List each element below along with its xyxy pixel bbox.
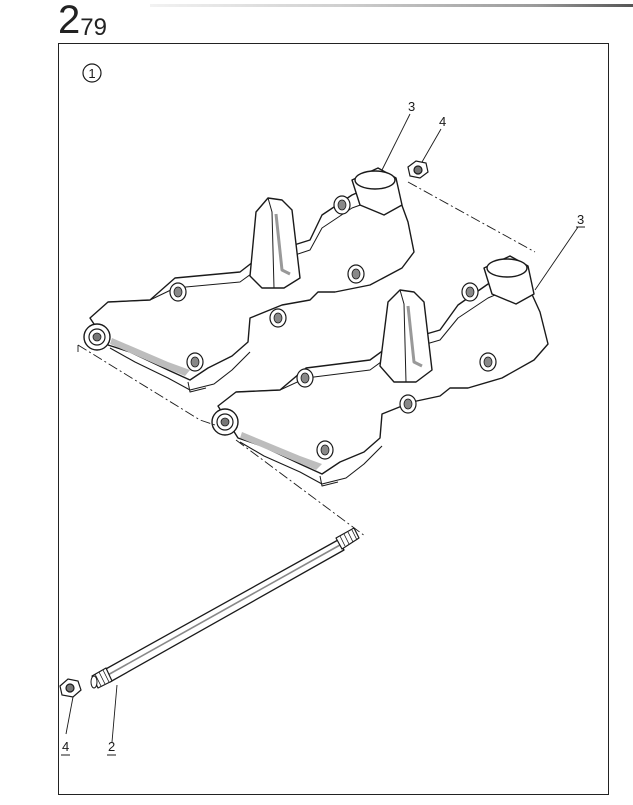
callout-underlines — [61, 226, 585, 756]
scan-top-edge — [150, 4, 633, 7]
page-number: 279 — [58, 0, 107, 40]
callout-3-top: 3 — [408, 99, 415, 114]
nut-bottom — [59, 678, 82, 698]
callout-4-top: 4 — [439, 114, 446, 129]
track-shoe-lower — [211, 255, 549, 487]
nut-top — [407, 160, 429, 179]
alignment-lines — [77, 181, 536, 537]
figure-number: 1 — [88, 66, 95, 81]
page-number-main: 2 — [58, 0, 81, 42]
track-shoe-upper — [83, 167, 415, 393]
leader-lines — [65, 113, 579, 743]
track-pin — [90, 527, 360, 689]
figure-frame — [58, 43, 609, 795]
callout-3-right: 3 — [577, 212, 584, 227]
callout-4-bottom: 4 — [62, 739, 69, 754]
figure-number-marker: 1 — [82, 63, 102, 83]
page-number-suffix: 79 — [80, 14, 107, 41]
callout-2-bottom: 2 — [108, 739, 115, 754]
